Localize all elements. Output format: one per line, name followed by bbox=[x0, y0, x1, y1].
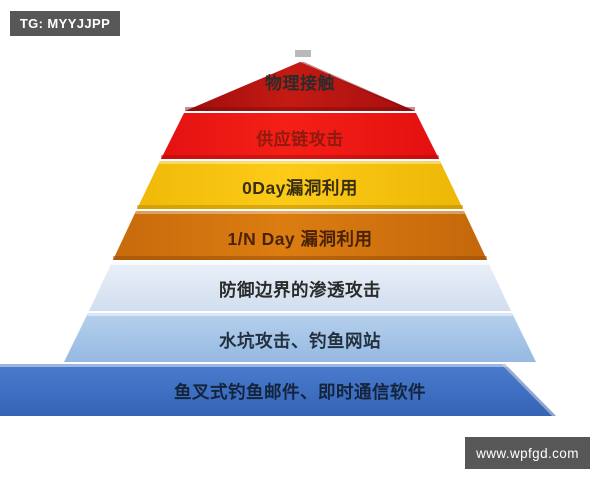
pyramid-tier-3 bbox=[113, 211, 487, 260]
apex-gray-artifact bbox=[295, 50, 311, 57]
pyramid-tier-5 bbox=[64, 313, 536, 362]
pyramid-tier-1 bbox=[161, 113, 439, 159]
telegram-watermark: TG: MYYJJPP bbox=[10, 11, 120, 36]
site-watermark: www.wpfgd.com bbox=[465, 437, 590, 469]
pyramid-tier-4 bbox=[89, 262, 511, 311]
pyramid-tier-0 bbox=[185, 62, 415, 111]
pyramid-tier-6 bbox=[0, 364, 600, 416]
pyramid-tier-2 bbox=[137, 161, 463, 209]
